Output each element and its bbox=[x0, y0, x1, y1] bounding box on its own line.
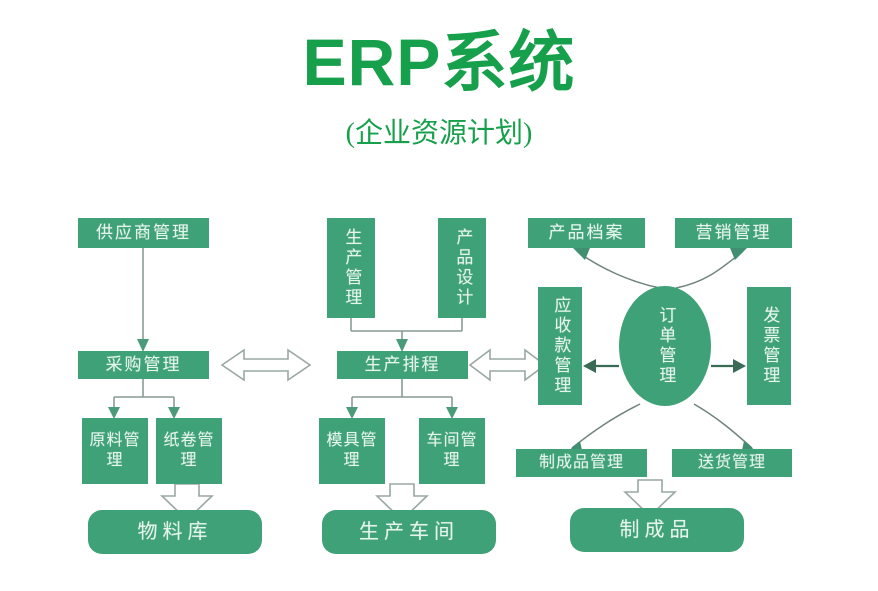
wire-order-to-delivery bbox=[693, 403, 758, 455]
node-delivery-mgmt[interactable]: 送货管理 bbox=[672, 449, 792, 477]
node-supplier-mgmt[interactable]: 供应商管理 bbox=[78, 218, 209, 248]
page-title: ERP系统 bbox=[302, 25, 576, 99]
node-mold-mgmt[interactable]: 模具管理 bbox=[319, 418, 385, 484]
wire-schedule-to-shopfloor bbox=[346, 379, 458, 419]
wire-production-to-schedule bbox=[350, 318, 463, 352]
double-arrow-purchase-schedule bbox=[220, 348, 312, 382]
node-invoice-mgmt[interactable]: 发票管理 bbox=[747, 287, 791, 405]
node-product-archive[interactable]: 产品档案 bbox=[528, 218, 645, 248]
page-subtitle: (企业资源计划) bbox=[345, 118, 533, 149]
wire-order-to-marketing bbox=[675, 247, 748, 289]
wire-supplier-to-purchase bbox=[137, 248, 149, 352]
node-production-schedule[interactable]: 生产排程 bbox=[337, 351, 468, 379]
node-purchase-mgmt[interactable]: 采购管理 bbox=[78, 351, 209, 379]
node-receivable-mgmt[interactable]: 应收款管理 bbox=[538, 287, 582, 405]
node-finished-goods[interactable]: 制成品 bbox=[570, 508, 744, 552]
node-raw-material-mgmt[interactable]: 原料管理 bbox=[82, 418, 148, 484]
node-production-mgmt[interactable]: 生产管理 bbox=[327, 218, 375, 318]
wire-order-to-invoice bbox=[711, 359, 746, 373]
node-workshop-mgmt[interactable]: 车间管理 bbox=[419, 418, 485, 484]
wire-order-to-receivable bbox=[583, 359, 619, 373]
node-marketing-mgmt[interactable]: 营销管理 bbox=[675, 218, 792, 248]
wire-order-to-finished-mgmt bbox=[566, 403, 641, 455]
double-arrow-schedule-receivable bbox=[468, 348, 547, 382]
node-finished-goods-mgmt[interactable]: 制成品管理 bbox=[516, 449, 647, 477]
wire-order-to-archive bbox=[572, 247, 661, 289]
node-production-workshop[interactable]: 生产车间 bbox=[322, 510, 496, 554]
wire-purchase-to-materials bbox=[108, 379, 180, 419]
node-material-warehouse[interactable]: 物料库 bbox=[88, 510, 262, 554]
node-order-mgmt[interactable]: 订单管理 bbox=[619, 286, 711, 406]
node-product-design[interactable]: 产品设计 bbox=[438, 218, 486, 318]
node-paper-roll-mgmt[interactable]: 纸卷管理 bbox=[156, 418, 222, 484]
